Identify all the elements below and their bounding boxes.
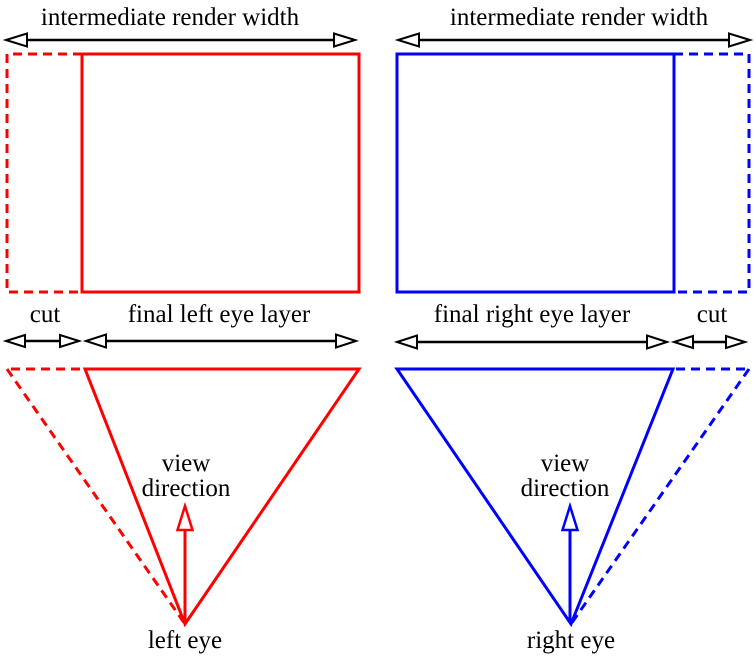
left-cut-arrow-head-left-icon: [2, 333, 26, 349]
left-cut-measure-arrow: [2, 333, 83, 349]
left-layer-arrow-head-left-icon: [82, 333, 107, 349]
left-cut-region-dashed-outline: [5, 52, 82, 294]
right-cut-arrow-head-left-icon: [670, 334, 694, 350]
right-frustum-triangle: [394, 367, 676, 628]
right-final-layer-label: final right eye layer: [434, 301, 631, 328]
left-final-layer-measure-arrow: [82, 333, 360, 349]
left-view-direction-label-line2: direction: [142, 475, 231, 502]
right-layer-arrow-head-right-icon: [646, 334, 671, 350]
right-eye-label: right eye: [527, 627, 615, 654]
right-view-direction-label-line2: direction: [521, 475, 610, 502]
right-layer-arrow-head-left-icon: [393, 334, 418, 350]
left-frustum-dashed-edge: [5, 368, 187, 625]
right-frustum-dashed-edge: [569, 368, 751, 625]
left-intermediate-width-label: intermediate render width: [41, 4, 300, 31]
right-panel: intermediate render width final right ey…: [393, 4, 754, 654]
left-frustum-triangle: [82, 367, 362, 628]
right-intermediate-width-label: intermediate render width: [450, 4, 709, 31]
left-eye-label: left eye: [148, 627, 222, 654]
left-final-layer-label: final left eye layer: [128, 301, 311, 328]
right-cut-measure-arrow: [670, 334, 749, 350]
left-view-direction-arrow: [175, 501, 195, 623]
right-cut-label: cut: [697, 301, 728, 328]
right-view-direction-label-line1: view: [541, 450, 590, 477]
left-layer-arrow-head-right-icon: [335, 333, 360, 349]
left-view-direction-label-line1: view: [162, 450, 211, 477]
right-final-layer-measure-arrow: [393, 334, 671, 350]
left-panel: intermediate render width cut final left…: [2, 4, 362, 654]
left-cut-label: cut: [30, 301, 61, 328]
right-width-arrow-head-left-icon: [394, 32, 420, 48]
left-width-arrow-head-left-icon: [2, 32, 28, 48]
right-view-arrow-head-icon: [560, 501, 580, 532]
right-cut-region-dashed-outline: [674, 52, 751, 294]
right-final-layer-hatched-rect: [395, 52, 676, 294]
right-cut-arrow-head-right-icon: [725, 334, 749, 350]
left-final-layer-hatched-rect: [80, 52, 361, 294]
right-view-direction-arrow: [560, 501, 580, 623]
right-width-arrow-head-right-icon: [728, 32, 754, 48]
left-view-arrow-head-icon: [175, 501, 195, 532]
right-intermediate-width-arrow: [394, 32, 754, 48]
left-intermediate-width-arrow: [2, 32, 359, 48]
left-width-arrow-head-right-icon: [333, 32, 359, 48]
left-cut-arrow-head-right-icon: [59, 333, 83, 349]
